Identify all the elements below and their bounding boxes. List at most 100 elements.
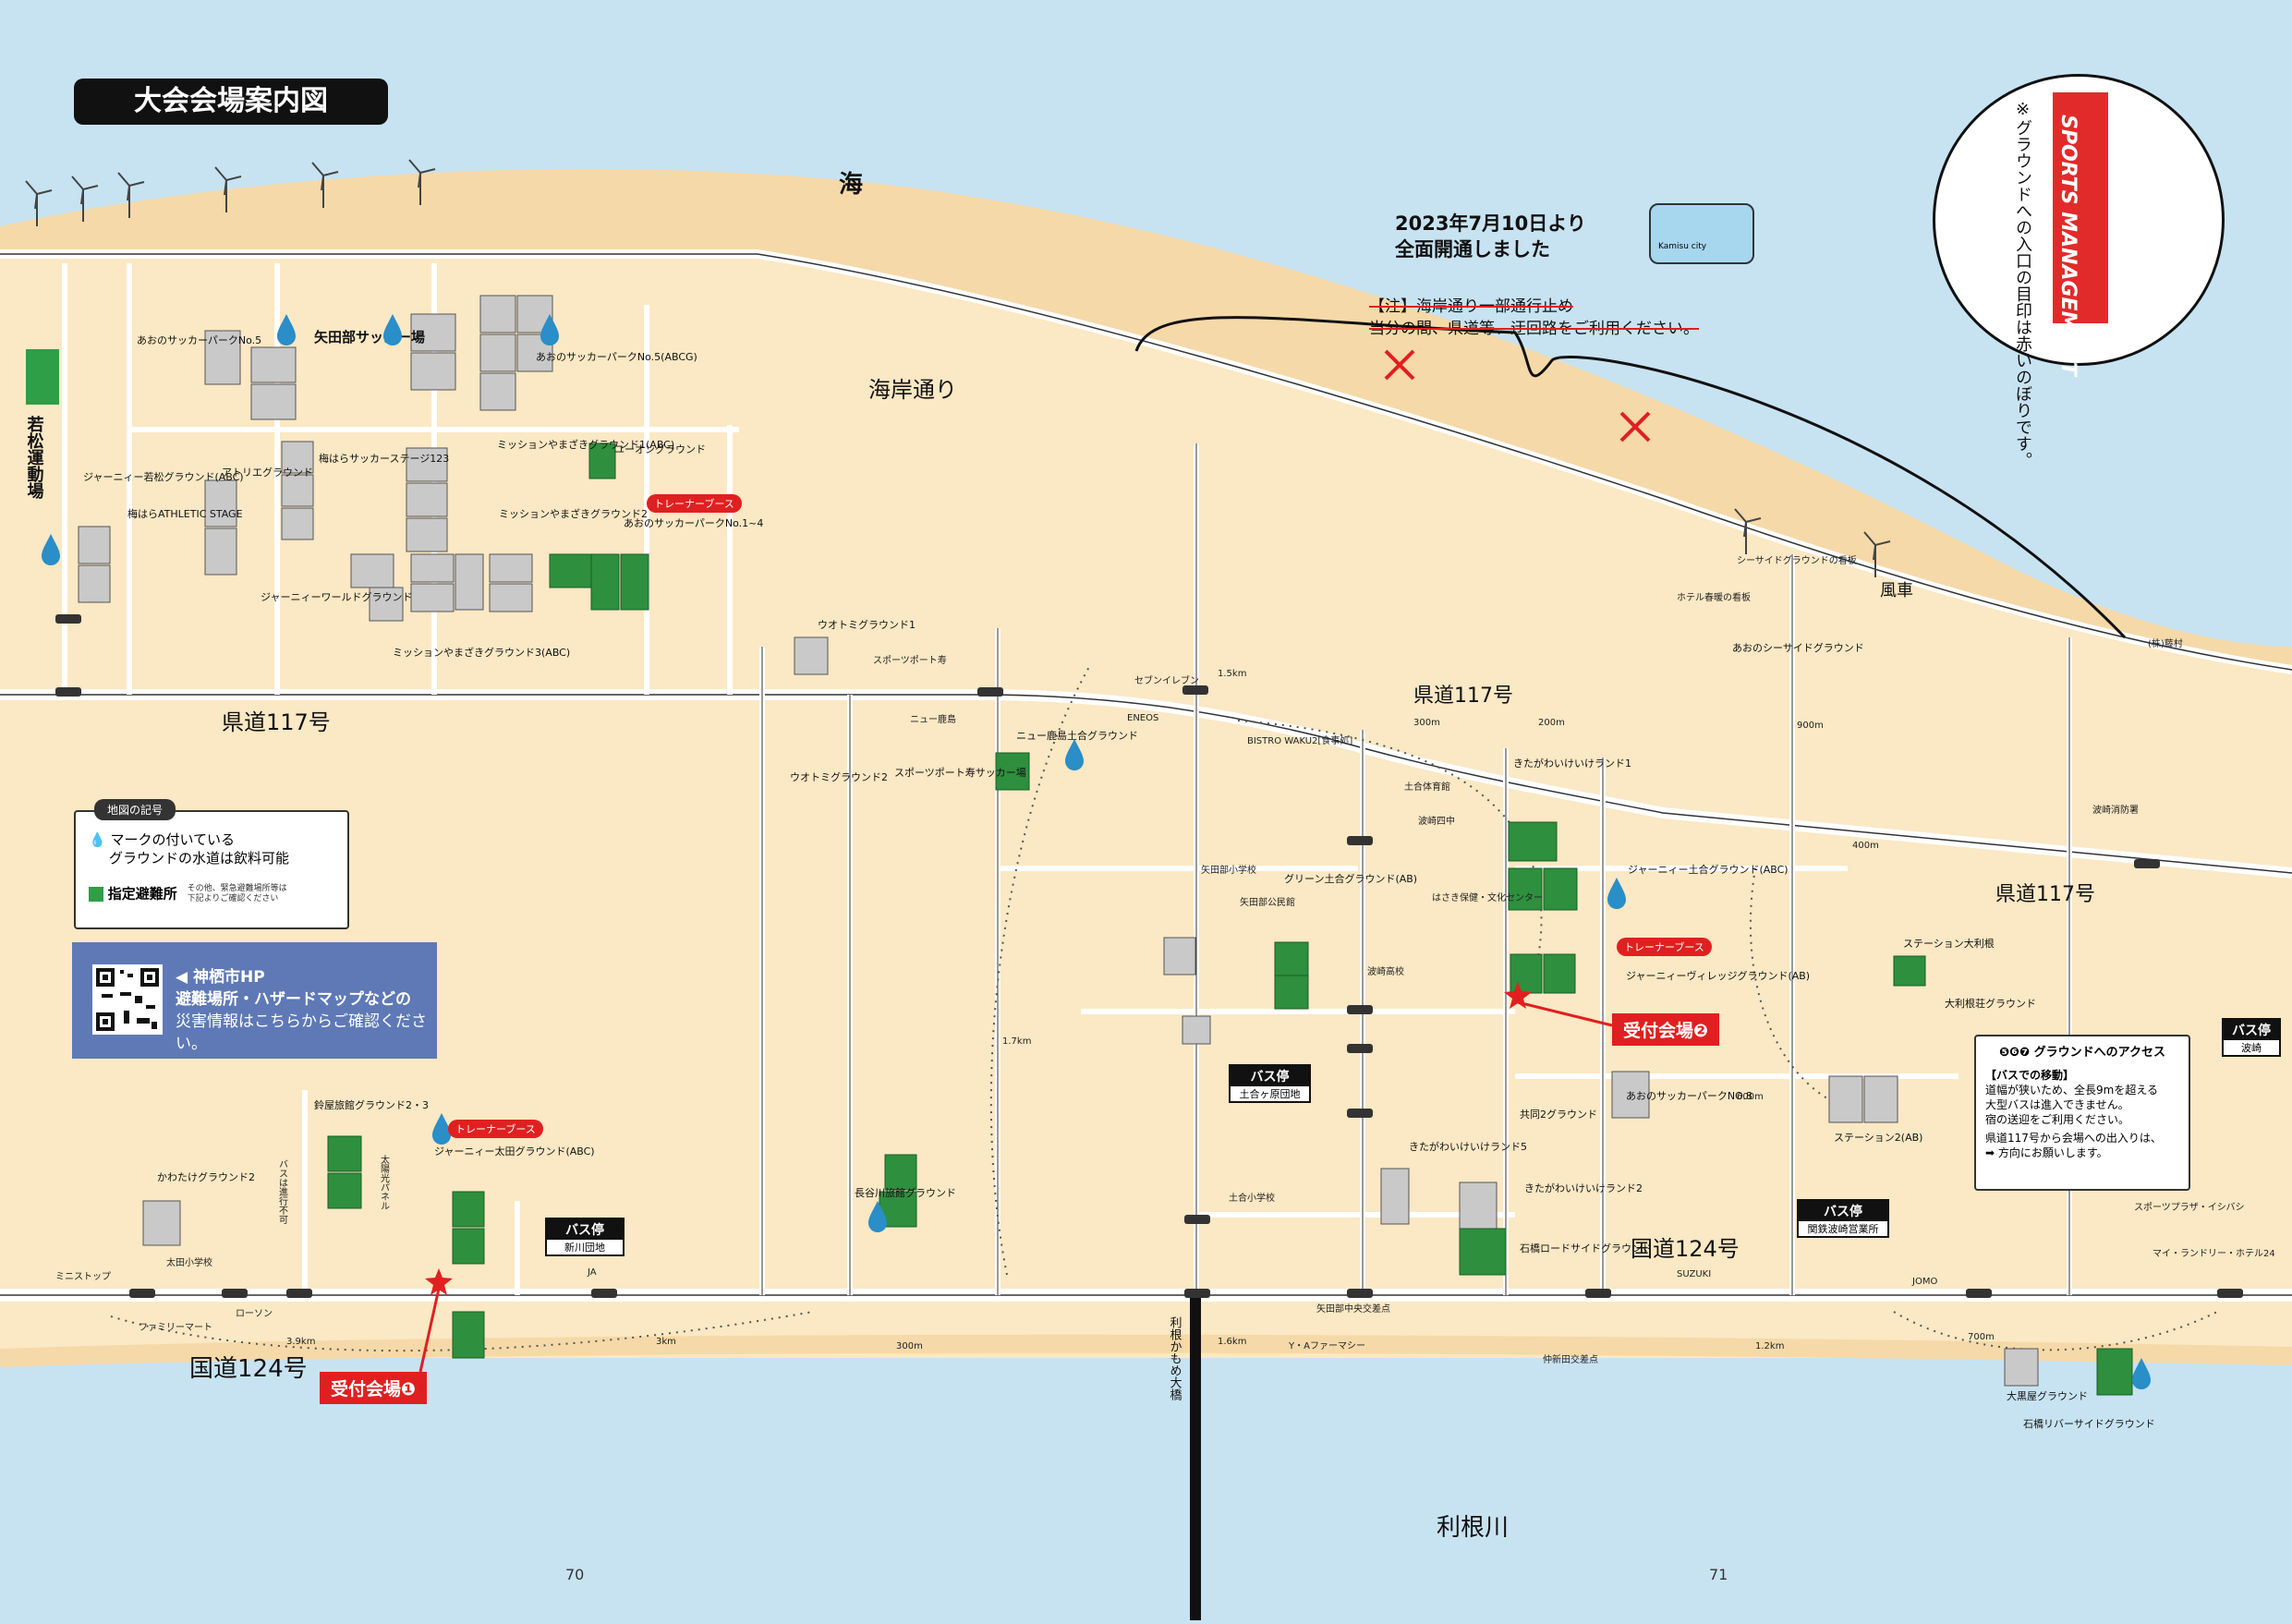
- venue-label: 石橋リバーサイドグラウンド: [2023, 1417, 2155, 1430]
- water-drop-icon: [1065, 739, 1084, 770]
- landmark-label: スポーツポート寿: [873, 654, 947, 666]
- qr-pattern: [96, 968, 159, 1031]
- distance-label: 700m: [1968, 1332, 1995, 1342]
- venue-label: ニュー鹿島土合グラウンド: [1016, 729, 1138, 742]
- flag-text: SPORTS MANAGEMENT: [2056, 115, 2080, 376]
- venue-label: 共同2グラウンド: [1520, 1108, 1597, 1121]
- water-drop-icon: [868, 1201, 887, 1232]
- landmark-label: (株)藤村: [2148, 637, 2183, 649]
- wind-turbine-icon: [71, 176, 99, 222]
- closure-notice: 【注】海岸通り一部通行止め 当分の間、県道等、迂回路をご利用ください。: [1369, 296, 1699, 340]
- distance-label: 400m: [1852, 841, 1879, 851]
- venue-label: あおのシーサイドグラウンド: [1732, 641, 1864, 654]
- water-drop-icon: [383, 314, 402, 345]
- traffic-lights: [55, 614, 2243, 1298]
- info-line1[interactable]: ◀ 神栖市HP: [176, 968, 265, 987]
- river-bank: [0, 1334, 2292, 1367]
- venue-label: スポーツポート寿サッカー場: [894, 766, 1026, 779]
- city-hp-info: ◀ 神栖市HP 避難場所・ハザードマップなどの 災害情報はこちらからご確認くださ…: [72, 942, 437, 1059]
- venue-label: 大黒屋グラウンド: [2007, 1389, 2088, 1402]
- community-bus-icon: Kamisu city: [1649, 203, 1754, 264]
- water-drop-icon: [540, 314, 559, 345]
- opening-notice: 2023年7月10日より 全面開通しました: [1395, 211, 1586, 262]
- opening-line2: 全面開通しました: [1395, 238, 1550, 261]
- access-title: ❺❻❼ グラウンドへのアクセス: [1976, 1042, 2189, 1060]
- access-body3: 宿の送迎をご利用ください。: [1985, 1113, 2130, 1126]
- water-drop-icon: [2132, 1358, 2151, 1389]
- venue-label: ミッションやまざきグラウンド3(ABC): [393, 646, 570, 659]
- bus-stop-name: 土合ヶ原団地: [1239, 1088, 1301, 1100]
- landmark-label: セブンイレブン: [1134, 674, 1199, 686]
- landmark-label: 土合体育館: [1404, 781, 1450, 793]
- city-hp-text: ◀ 神栖市HP 避難場所・ハザードマップなどの 災害情報はこちらからご確認くださ…: [176, 966, 437, 1055]
- venue-label: あおのサッカーパークNO.8: [1626, 1090, 1752, 1102]
- legend-water-line2: グラウンドの水道は飲料可能: [109, 850, 290, 867]
- legend-title: 地図の記号: [94, 799, 176, 820]
- coast-road-label: 海岸通り: [868, 377, 957, 403]
- venue-label: グリーン土合グラウンド(AB): [1284, 872, 1417, 885]
- wakamatsu-field: [26, 349, 59, 405]
- bus-stop-kantetsu: バス停 関鉄波崎営業所: [1797, 1199, 1889, 1238]
- tone-kamome-bridge: [1190, 1298, 1201, 1620]
- access-title-text: グラウンドへのアクセス: [2033, 1046, 2165, 1060]
- water-icons: [42, 314, 2151, 1389]
- wind-turbine-icon: [214, 166, 242, 212]
- venue-label: ウオトミグラウンド2: [790, 770, 888, 783]
- bus-stop-doaigahara: バス停 土合ヶ原団地: [1229, 1064, 1311, 1103]
- distance-label: 1.6km: [1218, 1337, 1246, 1347]
- ground-blocks: [78, 295, 2039, 1387]
- wind-turbines: [25, 159, 1891, 577]
- landmark-label: ローソン: [236, 1309, 273, 1319]
- venue-label: 矢田部サッカー場: [314, 329, 425, 345]
- water-drop-icon: [42, 534, 60, 565]
- landmark-label: 太陽光パネル: [379, 1154, 390, 1210]
- national-road-124-label-right: 国道124号: [1631, 1236, 1740, 1262]
- bus-stop-hasaki: バス停 波崎: [2222, 1018, 2281, 1057]
- bus-stop-title: バス停: [1231, 1066, 1309, 1086]
- landmark-labels: BISTRO WAKU2[食事処] ENEOS セブンイレブン スポーツポート寿…: [55, 554, 2275, 1365]
- wind-turbine-icon: [1734, 508, 1762, 554]
- info-line3: 災害情報はこちらからご確認ください。: [176, 1012, 427, 1053]
- page-number-70: 70: [565, 1566, 584, 1583]
- shelter-icon: [89, 887, 103, 902]
- landmark-label: 矢田部公民館: [1240, 896, 1295, 908]
- bus-stop-name: 関鉄波崎営業所: [1807, 1223, 1879, 1235]
- trainer-booth-label: トレーナーブース: [647, 494, 742, 513]
- reception-2-star-icon: [1504, 982, 1532, 1009]
- closure-line1: 【注】海岸通り一部通行止め: [1369, 297, 1573, 316]
- landmark-label: 波崎高校: [1367, 965, 1404, 977]
- venue-label: あおのサッカーパークNo.5: [137, 334, 261, 346]
- legend-water-line1: マークの付いている: [110, 831, 236, 848]
- reception-1-pointer: [418, 1288, 441, 1373]
- legend-shelter-label: 指定避難所: [107, 885, 177, 903]
- distance-label: 3km: [656, 1337, 676, 1347]
- landmark-label: 波崎四中: [1418, 815, 1455, 827]
- water-drop-icon: [1607, 878, 1626, 909]
- venue-label: ユーオングラウンド: [614, 442, 706, 455]
- coast-closure-line: [1134, 316, 2127, 639]
- dotted-routes: [110, 664, 2218, 1352]
- wind-turbine-icon: [25, 180, 53, 226]
- landmark-label: 矢田部中央交差点: [1316, 1303, 1390, 1315]
- reception-1-label: 受付会場❶: [320, 1372, 428, 1404]
- water-drop-icon: [277, 314, 296, 345]
- qr-code-icon[interactable]: [92, 964, 163, 1035]
- landmark-label: BISTRO WAKU2[食事処]: [1247, 734, 1352, 746]
- coast-road-edge: [0, 253, 2292, 671]
- national-road-124-label-left: 国道124号: [189, 1355, 308, 1383]
- water-drop-icon: 💧: [89, 831, 106, 848]
- pref-road-117-edge: [0, 694, 2292, 874]
- landmark-label: はさき保健・文化センター: [1432, 891, 1543, 903]
- bus-stop-title: バス停: [547, 1219, 623, 1240]
- venue-label: 梅はらサッカーステージ123: [319, 452, 449, 465]
- access-info-box: ❺❻❼ グラウンドへのアクセス 【バスでの移動】 道幅が狭いため、全長9mを超え…: [1974, 1035, 2190, 1191]
- wind-turbine-icon: [117, 172, 145, 218]
- venue-label: かわたけグラウンド2: [157, 1170, 255, 1183]
- venue-label: きたがわいけいけランド5: [1409, 1140, 1527, 1153]
- landmark-label: SUZUKI: [1677, 1269, 1711, 1279]
- distance-label: 1.7km: [1002, 1036, 1031, 1047]
- venue-label: あおのサッカーパークNo.1~4: [624, 517, 763, 529]
- landmark-label: JOMO: [1911, 1277, 1937, 1287]
- wind-turbine-icon: [1863, 531, 1891, 577]
